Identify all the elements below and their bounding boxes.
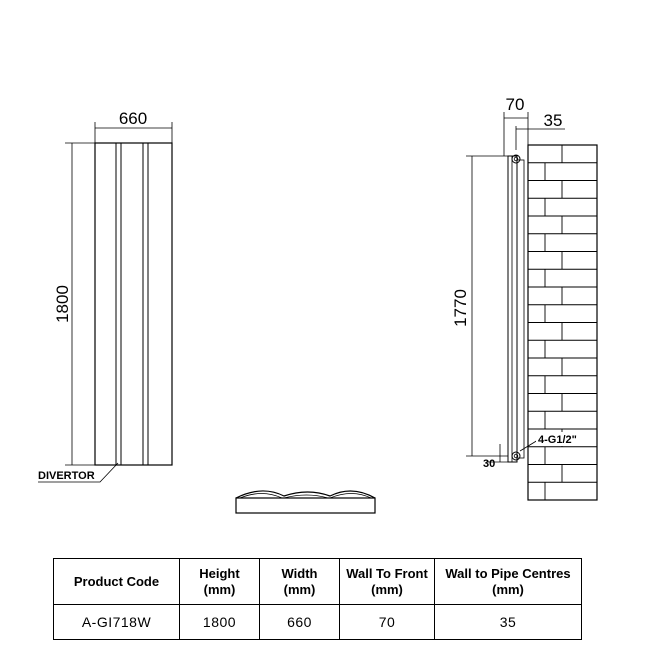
top-view: [235, 490, 376, 514]
brick-wall: [527, 144, 598, 501]
side-pipe-offset-label: 35: [544, 111, 563, 130]
spec-table: Product Code Height (mm) Width (mm) Wall…: [53, 558, 582, 640]
header-wall-to-front: Wall To Front (mm): [339, 558, 435, 605]
spec-table-header-row: Product Code Height (mm) Width (mm) Wall…: [53, 558, 582, 605]
header-wall-to-pipe-centres: Wall to Pipe Centres (mm): [434, 558, 582, 605]
technical-drawing: 660 1800 DIVERTOR 70 35: [38, 95, 598, 514]
header-product-code: Product Code: [53, 558, 180, 605]
cell-height: 1800: [179, 604, 260, 640]
divertor-label: DIVERTOR: [38, 470, 95, 482]
front-width-label: 660: [119, 109, 147, 128]
front-height-label: 1800: [53, 285, 72, 323]
cell-wall-to-front: 70: [339, 604, 435, 640]
cell-product-code: A-GI718W: [53, 604, 180, 640]
connection-label: 4-G1/2": [538, 434, 577, 446]
header-width: Width (mm): [259, 558, 340, 605]
cell-width: 660: [259, 604, 340, 640]
header-height: Height (mm): [179, 558, 260, 605]
side-depth-label: 70: [506, 95, 525, 114]
side-view: 70 35 1770 30 4-G1/2": [451, 95, 598, 501]
front-view: 660 1800 DIVERTOR: [38, 109, 173, 483]
cell-wall-to-pipe-centres: 35: [434, 604, 582, 640]
table-row: A-GI718W 1800 660 70 35: [53, 604, 582, 640]
side-height-label: 1770: [451, 289, 470, 327]
side-bottom-label: 30: [483, 458, 495, 470]
